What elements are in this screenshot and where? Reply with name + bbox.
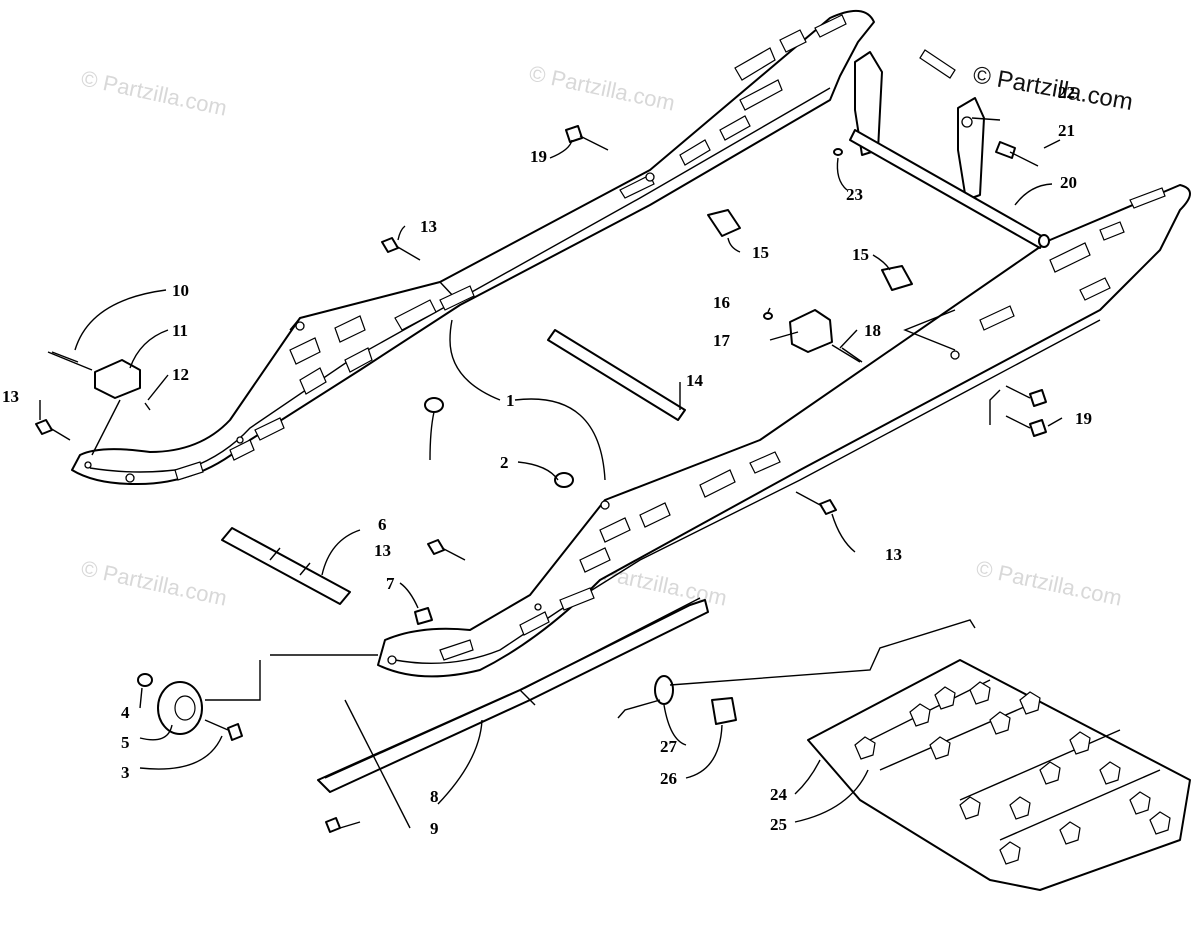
small-fasteners [51, 312, 863, 833]
callout-26: 26 [660, 769, 677, 788]
watermark: © Partzilla.com [79, 555, 229, 610]
callout-1: 1 [506, 391, 515, 410]
spring-assembly [617, 619, 976, 725]
track-section [807, 659, 1191, 891]
washers [424, 397, 574, 488]
left-rail [71, 10, 875, 486]
callout-12: 12 [172, 365, 189, 384]
callout-13: 13 [420, 217, 437, 236]
callout-19: 19 [1075, 409, 1092, 428]
callout-4: 4 [121, 703, 130, 722]
hyfax-slide [317, 597, 709, 793]
watermark: © Partzilla.com [527, 60, 677, 115]
callout-8: 8 [430, 787, 439, 806]
callout-18: 18 [864, 321, 881, 340]
callout-13: 13 [374, 541, 391, 560]
callout-10: 10 [172, 281, 189, 300]
callout-27: 27 [660, 737, 678, 756]
leader-lines [39, 117, 1063, 829]
callout-23: 23 [846, 185, 863, 204]
callout-labels: 1 2 3 4 5 6 7 8 9 10 11 12 13 13 13 13 1… [2, 83, 1092, 838]
bogie-wheel [137, 673, 243, 741]
spacers [707, 209, 913, 291]
callout-7: 7 [386, 574, 395, 593]
callout-13: 13 [885, 545, 902, 564]
callout-9: 9 [430, 819, 439, 838]
rear-bracket-assembly [833, 49, 1050, 249]
callout-25: 25 [770, 815, 787, 834]
callout-14: 14 [686, 371, 704, 390]
callout-3: 3 [121, 763, 130, 782]
shafts [221, 329, 686, 605]
callout-21: 21 [1058, 121, 1075, 140]
watermark: © Partzilla.com [79, 65, 229, 120]
callout-11: 11 [172, 321, 188, 340]
right-rail [377, 184, 1191, 678]
callout-6: 6 [378, 515, 387, 534]
callout-20: 20 [1060, 173, 1077, 192]
callout-15: 15 [752, 243, 769, 262]
watermark: © Partzilla.com [974, 555, 1124, 610]
bolts [35, 125, 1047, 561]
callout-17: 17 [713, 331, 731, 350]
callout-13: 13 [2, 387, 19, 406]
callout-16: 16 [713, 293, 730, 312]
bumpers [47, 309, 861, 399]
callout-24: 24 [770, 785, 788, 804]
callout-19: 19 [530, 147, 547, 166]
callout-15: 15 [852, 245, 869, 264]
callout-2: 2 [500, 453, 509, 472]
callout-22: 22 [1058, 83, 1075, 102]
callout-5: 5 [121, 733, 130, 752]
brand-label: © Partzilla.com [971, 61, 1135, 116]
